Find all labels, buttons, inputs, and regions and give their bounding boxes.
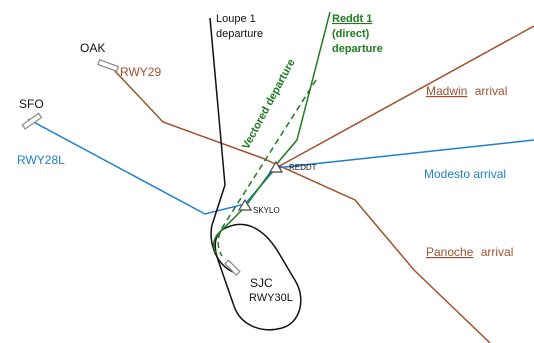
madwin-suffix: arrival [475,84,508,98]
reddt-fix-icon [268,160,284,173]
sfo-label: SFO [19,97,44,111]
reddt-fix-label: REDDT [289,163,317,172]
reddt1-label-line2: (direct) [332,28,370,40]
sfo-runway-icon [21,112,43,130]
sjc-pattern-loop [214,223,302,331]
sjc-runway-icon [224,259,241,276]
oak-runway-label: RWY29 [120,65,161,79]
loupe1-departure-route [209,17,234,273]
oak-label: OAK [80,41,105,55]
oak-runway-icon [97,58,120,73]
sjc-label: SJC [250,276,273,290]
madwin-arrival-label: Madwin arrival [426,84,507,98]
skylo-fix-icon [237,198,253,211]
panoche-name: Panoche [426,245,474,259]
sfo-runway-label: RWY28L [17,153,65,167]
madwin-arrival-route [275,25,534,169]
vectored-departure-label: Vectored departure [240,57,298,151]
madwin-name: Madwin [426,84,467,98]
loupe1-label-line2: departure [216,28,263,40]
reddt1-label-line3: departure [332,43,383,55]
reddt1-lower-segment [212,206,246,255]
skylo-fix-label: SKYLO [253,206,280,215]
panoche-arrival-label: Panoche arrival [426,245,513,259]
sjc-runway-label: RWY30L [249,292,293,304]
oak-rwy29-route [113,69,491,343]
loupe1-label-line1: Loupe 1 [216,13,256,25]
vectored-departure-route [217,79,317,257]
reddt1-label-line1: Reddt 1 [332,13,372,25]
modesto-arrival-label: Modesto arrival [424,167,506,181]
panoche-suffix: arrival [481,245,514,259]
reddt1-departure-route [244,11,331,208]
